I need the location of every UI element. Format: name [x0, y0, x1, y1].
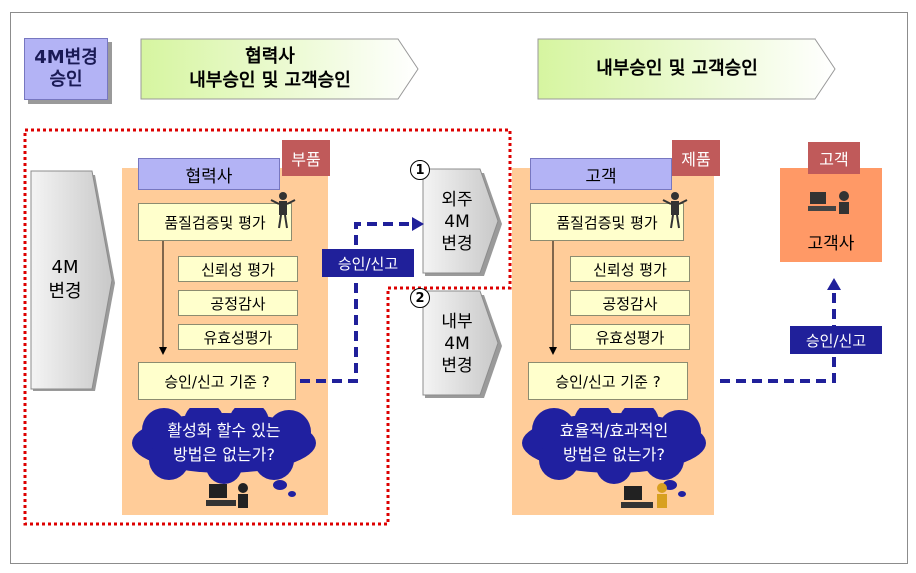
header-right-line1: 내부승인 및 고객승인 — [596, 58, 758, 79]
internal-line2: 4M — [444, 334, 470, 354]
inspector-icon — [270, 192, 296, 229]
customer-step-1: 신뢰성 평가 — [570, 256, 690, 282]
outsourcing-4m-arrow — [422, 168, 502, 276]
left-4m-arrow — [30, 170, 115, 391]
left-arrow-line2: 변경 — [48, 281, 82, 302]
title-tag: 4M변경 승인 — [24, 38, 108, 100]
computer-user-icon — [206, 483, 248, 508]
customer-step-2: 공정감사 — [570, 290, 690, 316]
internal-4m-arrow — [422, 290, 502, 398]
supplier-header: 협력사 — [138, 158, 280, 190]
customer-thought-cloud — [522, 408, 706, 497]
internal-line3: 변경 — [441, 356, 473, 376]
left-arrow-label: 4M 변경 — [30, 170, 100, 390]
title-tag-line1: 4M변경 — [34, 47, 98, 68]
supplier-cloud-line2: 방법은 없는가? — [173, 445, 275, 464]
internal-line1: 내부 — [441, 312, 473, 332]
approve-label-client: 승인/신고 — [790, 326, 882, 354]
computer-user-icon — [621, 483, 667, 508]
internal-4m-label: 내부 4M 변경 — [422, 292, 492, 396]
supplier-flow-line — [159, 241, 167, 355]
diagram-frame — [10, 12, 908, 564]
header-right-label: 내부승인 및 고객승인 — [537, 38, 817, 100]
supplier-step-3: 유효성평가 — [178, 324, 298, 350]
header-chevron-right — [537, 38, 836, 100]
header-left-line1: 협력사 — [245, 46, 295, 67]
inspector-icon — [662, 192, 688, 229]
outsourcing-line1: 외주 — [441, 190, 473, 210]
supplier-cloud-text: 활성화 할수 있는 방법은 없는가? — [124, 413, 324, 473]
supplier-criteria-box: 승인/신고 기준 ? — [138, 362, 296, 400]
header-left-label: 협력사 내부승인 및 고객승인 — [140, 38, 400, 100]
header-left-line2: 내부승인 및 고객승인 — [189, 70, 351, 91]
part-badge: 부품 — [282, 140, 330, 176]
customer-cloud-text: 효율적/효과적인 방법은 없는가? — [514, 413, 714, 473]
outsourcing-4m-label: 외주 4M 변경 — [422, 170, 492, 274]
title-tag-line2: 승인 — [49, 69, 83, 90]
number-badge-2: 2 — [410, 288, 430, 308]
customer-cloud-line1: 효율적/효과적인 — [559, 421, 669, 440]
supplier-step-2: 공정감사 — [178, 290, 298, 316]
computer-user-icon — [808, 191, 849, 214]
client-name: 고객사 — [807, 233, 855, 254]
product-badge: 제품 — [672, 140, 720, 176]
header-chevron-left — [140, 38, 419, 100]
supplier-thought-cloud — [132, 408, 316, 497]
customer-cloud-line2: 방법은 없는가? — [563, 445, 665, 464]
outsourcing-line3: 변경 — [441, 234, 473, 254]
supplier-cloud-line1: 활성화 할수 있는 — [167, 421, 281, 440]
customer-step-3: 유효성평가 — [570, 324, 690, 350]
approve-label-middle: 승인/신고 — [322, 249, 414, 277]
customer-header: 고객 — [530, 158, 672, 190]
customer-quality-box: 품질검증및 평가 — [530, 203, 684, 241]
outsourcing-line2: 4M — [444, 212, 470, 232]
customer-flow-line — [549, 241, 557, 355]
client-badge: 고객 — [808, 142, 860, 174]
supplier-step-1: 신뢰성 평가 — [178, 256, 298, 282]
number-badge-1: 1 — [410, 160, 430, 180]
client-box — [780, 168, 882, 262]
supplier-quality-box: 품질검증및 평가 — [138, 203, 292, 241]
customer-criteria-box: 승인/신고 기준 ? — [528, 362, 688, 400]
left-arrow-line1: 4M — [51, 257, 79, 278]
